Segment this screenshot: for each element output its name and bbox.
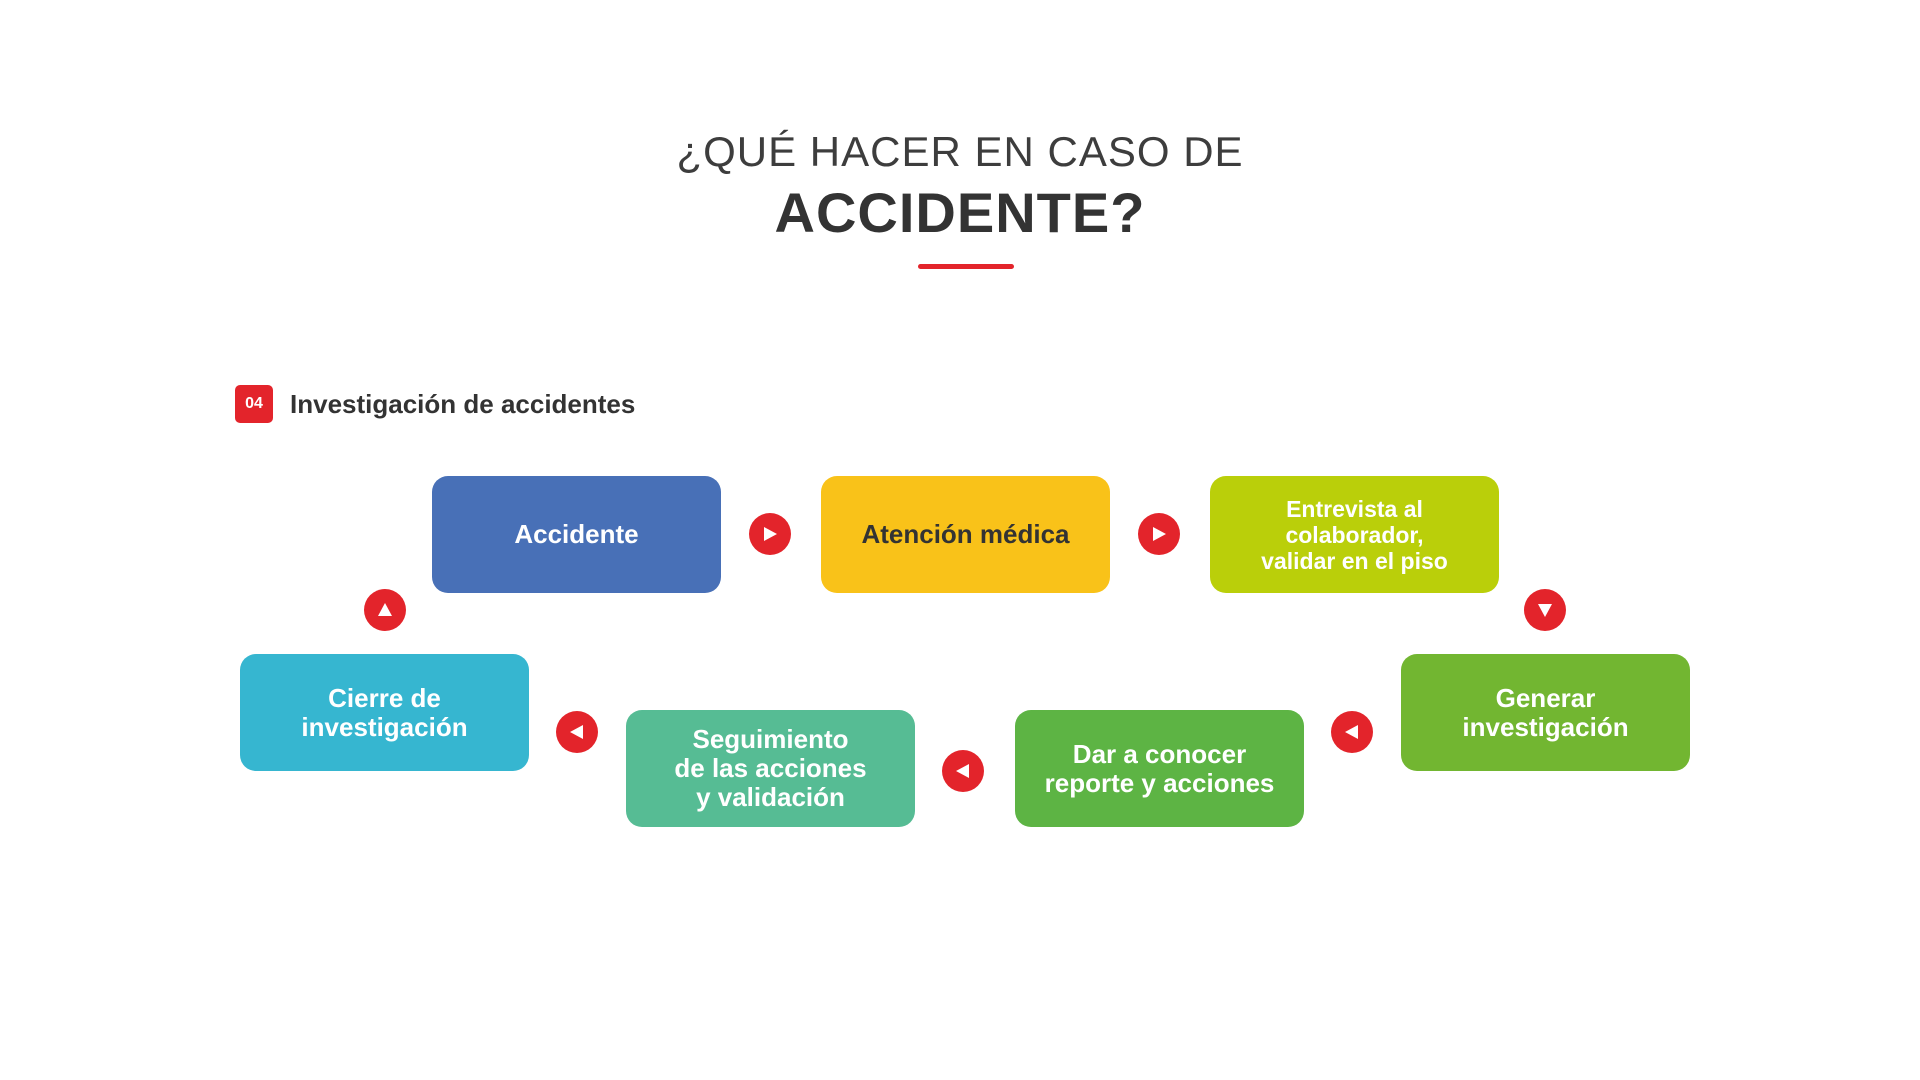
step-cierre-investigacion: Cierre de investigación: [240, 654, 529, 771]
page-title-line-2: ACCIDENTE?: [774, 181, 1146, 244]
step-atencion-medica: Atención médica: [821, 476, 1110, 593]
arrow-left-icon: [942, 750, 984, 792]
step-dar-a-conocer-reporte: Dar a conocer reporte y acciones: [1015, 710, 1304, 827]
step-accidente: Accidente: [432, 476, 721, 593]
arrow-right-icon: [749, 513, 791, 555]
title-underline-divider: [918, 264, 1014, 269]
page-title-line-1: ¿QUÉ HACER EN CASO DE: [676, 128, 1244, 175]
arrow-down-icon: [1524, 589, 1566, 631]
section-title: Investigación de accidentes: [290, 389, 636, 419]
arrow-up-icon: [364, 589, 406, 631]
arrow-left-icon: [1331, 711, 1373, 753]
step-entrevista-colaborador: Entrevista al colaborador, validar en el…: [1210, 476, 1499, 593]
section-number-badge: 04: [235, 385, 273, 423]
step-generar-investigacion: Generar investigación: [1401, 654, 1690, 771]
arrow-left-icon: [556, 711, 598, 753]
step-seguimiento-acciones: Seguimiento de las acciones y validación: [626, 710, 915, 827]
arrow-right-icon: [1138, 513, 1180, 555]
